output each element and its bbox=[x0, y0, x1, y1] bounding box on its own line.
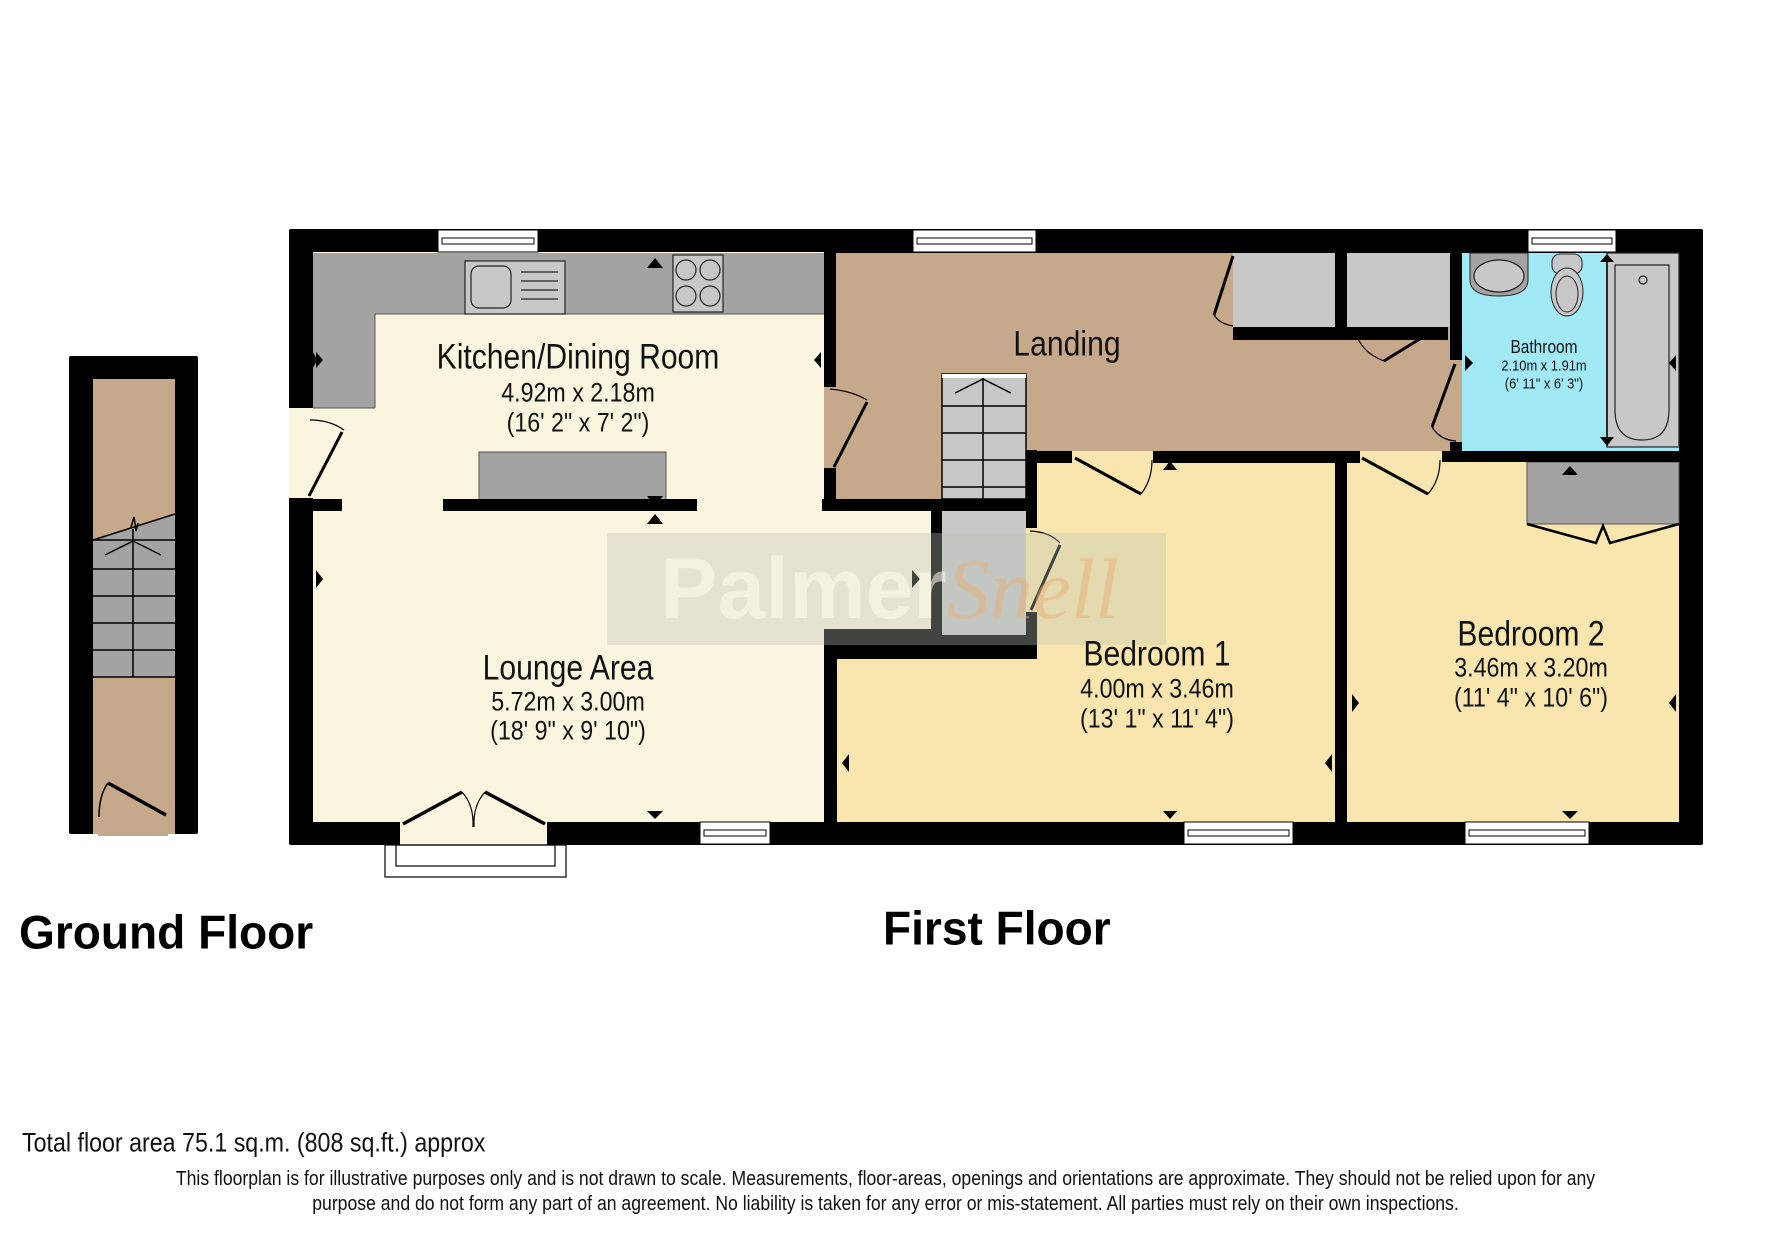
first-floor-title: First Floor bbox=[883, 901, 1111, 955]
window-lounge bbox=[699, 821, 771, 845]
disclaimer-line-1: This floorplan is for illustrative purpo… bbox=[175, 1168, 1596, 1190]
landing-stairs bbox=[941, 373, 1027, 500]
total-floor-area: Total floor area 75.1 sq.m. (808 sq.ft.)… bbox=[22, 1127, 486, 1158]
ground-floor-plan bbox=[69, 356, 198, 836]
ground-stairs bbox=[92, 513, 176, 678]
first-floor-plan bbox=[289, 229, 1703, 878]
window-bedroom1 bbox=[1183, 821, 1294, 845]
lounge-metric: 5.72m x 3.00m bbox=[491, 686, 645, 717]
sink-icon bbox=[464, 260, 566, 315]
bedroom2-metric: 3.46m x 3.20m bbox=[1454, 652, 1608, 683]
landing-cupboard-2 bbox=[1347, 253, 1450, 327]
bedroom1-cupboard bbox=[942, 511, 1026, 646]
interior-walls bbox=[289, 253, 1679, 822]
bedroom1-imperial: (13' 1" x 11' 4") bbox=[1080, 703, 1234, 734]
bath-icon bbox=[1606, 252, 1680, 448]
kitchen-island bbox=[478, 451, 667, 509]
disclaimer-line-2: purpose and do not form any part of an a… bbox=[312, 1193, 1459, 1215]
window-kitchen bbox=[437, 229, 539, 253]
windows bbox=[437, 229, 1617, 845]
measurement-markers bbox=[313, 254, 1676, 819]
kitchen-floor bbox=[313, 252, 824, 822]
bathroom-metric: 2.10m x 1.91m bbox=[1501, 357, 1587, 375]
ground-door-icon bbox=[98, 781, 167, 818]
bedroom2-label: Bedroom 2 bbox=[1457, 614, 1605, 654]
window-bedroom2 bbox=[1464, 821, 1590, 845]
lounge-extension bbox=[824, 511, 931, 629]
bathroom-imperial: (6' 11" x 6' 3") bbox=[1504, 375, 1584, 393]
ground-floor-title: Ground Floor bbox=[19, 905, 314, 959]
lounge-label: Lounge Area bbox=[482, 648, 654, 688]
window-bathroom bbox=[1527, 229, 1617, 253]
bedroom2-wardrobe bbox=[1526, 461, 1680, 545]
landing-cupboard-1 bbox=[1233, 253, 1335, 327]
lounge-imperial: (18' 9" x 9' 10") bbox=[490, 715, 646, 746]
doors bbox=[289, 255, 1462, 612]
kitchen-units bbox=[313, 253, 824, 509]
bedroom1-floor bbox=[837, 463, 1335, 822]
bedroom1-metric: 4.00m x 3.46m bbox=[1080, 673, 1234, 704]
bathroom-label: Bathroom bbox=[1510, 337, 1578, 357]
landing-label: Landing bbox=[1013, 324, 1121, 364]
bathroom-fittings bbox=[1469, 252, 1680, 448]
kitchen-label: Kitchen/Dining Room bbox=[436, 337, 720, 377]
hob-icon bbox=[672, 254, 724, 313]
bedroom2-imperial: (11' 4" x 10' 6") bbox=[1454, 682, 1608, 713]
bedroom1-label: Bedroom 1 bbox=[1083, 634, 1231, 674]
kitchen-metric: 4.92m x 2.18m bbox=[501, 377, 655, 408]
window-landing bbox=[912, 229, 1037, 253]
kitchen-imperial: (16' 2" x 7' 2") bbox=[506, 407, 650, 438]
french-doors bbox=[384, 790, 567, 878]
balcony bbox=[384, 844, 567, 878]
toilet-icon bbox=[1550, 253, 1584, 317]
